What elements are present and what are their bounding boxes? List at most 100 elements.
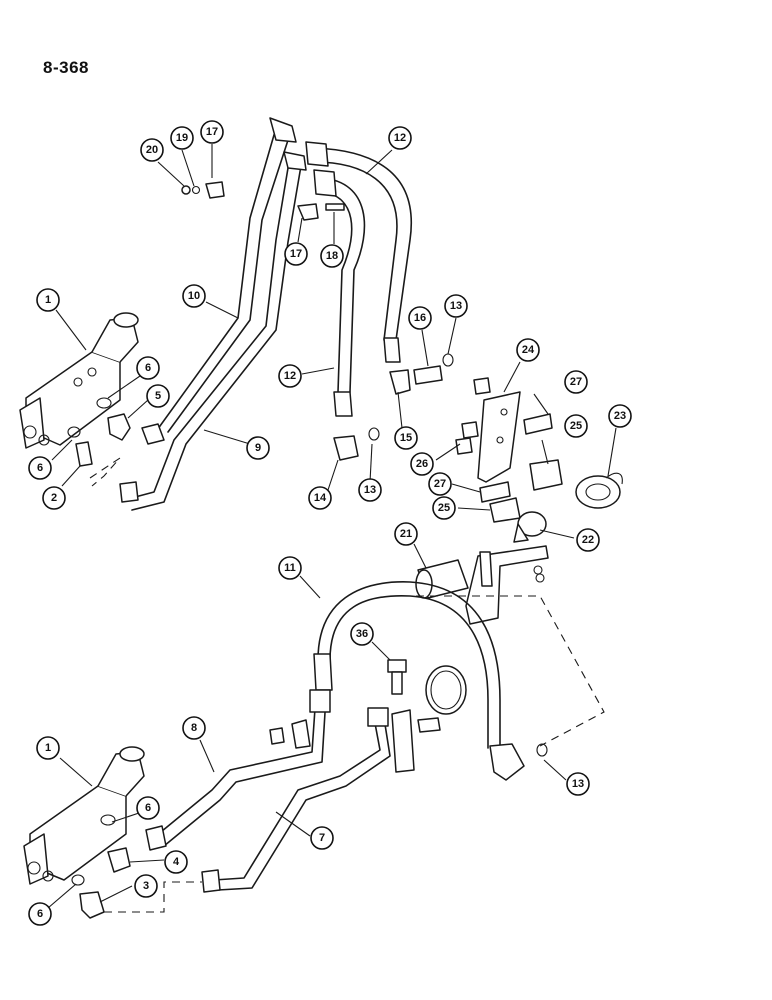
callout-21: 21 — [394, 522, 418, 546]
control-valve-lower — [23, 746, 145, 885]
elbow-fitting-5 — [107, 413, 131, 441]
tube-8-nut-top — [309, 689, 331, 713]
callout-13-a-label: 13 — [450, 300, 462, 312]
callout-12-a: 12 — [388, 126, 412, 150]
callout-20-label: 20 — [146, 144, 158, 156]
callout-6-c: 6 — [136, 796, 160, 820]
hose-11-outer — [329, 595, 489, 749]
tube-8-outer — [163, 695, 327, 847]
callout-6-b-label: 6 — [37, 462, 43, 474]
page-number: 8-368 — [43, 58, 89, 77]
hose-12-a-outer — [313, 161, 398, 341]
callout-12-a-label: 12 — [394, 132, 406, 144]
clamp-17-upper — [297, 203, 319, 221]
callout-2-label: 2 — [51, 492, 57, 504]
block-25-a — [529, 459, 563, 491]
tube-9-end-fitting — [283, 151, 307, 171]
callout-10-label: 10 — [188, 290, 200, 302]
callout-26-label: 26 — [416, 458, 428, 470]
callout-26: 26 — [410, 452, 434, 476]
callout-20: 20 — [140, 138, 164, 162]
bolt-26-a — [461, 421, 479, 439]
callout-1-a: 1 — [36, 288, 60, 312]
callout-22: 22 — [576, 528, 600, 552]
hose-12-b-ferrule — [333, 391, 353, 417]
callout-7-label: 7 — [319, 832, 325, 844]
callout-27-a-label: 27 — [570, 376, 582, 388]
callout-17-b: 17 — [284, 242, 308, 266]
callout-6-c-label: 6 — [145, 802, 151, 814]
callout-12-b: 12 — [278, 364, 302, 388]
dust-cap-23 — [575, 472, 623, 509]
tube-8 — [155, 693, 317, 837]
callout-25-a: 25 — [564, 414, 588, 438]
tube-9-leader — [89, 457, 121, 487]
elbow-fitting-4 — [107, 847, 131, 873]
callout-18: 18 — [320, 244, 344, 268]
callout-1-b: 1 — [36, 736, 60, 760]
o-ring-6-lower-upper — [67, 426, 81, 438]
tube-8-nut-bottom — [145, 825, 167, 851]
callout-10: 10 — [182, 284, 206, 308]
hose-12-a — [313, 147, 413, 341]
callout-6-a: 6 — [136, 356, 160, 380]
hose-12-a-end — [305, 141, 329, 167]
callout-18-label: 18 — [326, 250, 338, 262]
tube-10-nut — [141, 423, 165, 445]
callout-13-c-label: 13 — [572, 778, 584, 790]
callout-25-b-label: 25 — [438, 502, 450, 514]
bolt-18 — [325, 203, 345, 211]
callout-2: 2 — [42, 486, 66, 510]
callout-13-b: 13 — [358, 478, 382, 502]
callout-7: 7 — [310, 826, 334, 850]
cap-22 — [513, 511, 547, 543]
tube-7-outer — [217, 717, 391, 891]
callout-13-c: 13 — [566, 772, 590, 796]
callout-22-label: 22 — [582, 534, 594, 546]
callout-17-a-label: 17 — [206, 126, 218, 138]
control-valve-upper — [19, 312, 139, 449]
hose-clamp — [425, 665, 467, 715]
tube-9 — [123, 155, 291, 501]
callout-24-label: 24 — [522, 344, 535, 356]
leader-lines — [47, 144, 617, 909]
o-ring-13-lower — [536, 743, 548, 757]
block-27-a — [523, 413, 553, 435]
callout-8: 8 — [182, 716, 206, 740]
tube-7 — [213, 717, 381, 881]
o-ring-6-upper — [96, 397, 112, 409]
callout-27-a: 27 — [564, 370, 588, 394]
tube-7-nut-top — [367, 707, 389, 727]
callout-21-label: 21 — [400, 528, 412, 540]
hose-11-right-elbow — [489, 743, 525, 781]
tube-9-outer — [131, 159, 303, 511]
o-ring-13-top — [442, 353, 454, 367]
tube-10-end-fitting — [269, 117, 297, 143]
callout-15: 15 — [394, 426, 418, 450]
bracket-24 — [477, 391, 521, 483]
callout-4: 4 — [164, 850, 188, 874]
callout-8-label: 8 — [191, 722, 197, 734]
o-ring-6-lower-a — [100, 814, 116, 826]
callout-19-label: 19 — [176, 132, 188, 144]
callout-16-label: 16 — [414, 312, 426, 324]
callout-6-d-label: 6 — [37, 908, 43, 920]
callout-36-label: 36 — [356, 628, 368, 640]
callout-14: 14 — [308, 486, 332, 510]
callout-14-label: 14 — [314, 492, 327, 504]
callout-16: 16 — [408, 306, 432, 330]
callout-3-label: 3 — [143, 880, 149, 892]
callout-11-label: 11 — [284, 562, 296, 574]
callout-23-label: 23 — [614, 410, 626, 422]
callout-23: 23 — [608, 404, 632, 428]
hose-12-a-ferrule — [383, 337, 401, 363]
callout-17-a: 17 — [200, 120, 224, 144]
callout-25-a-label: 25 — [570, 420, 582, 432]
callout-12-b-label: 12 — [284, 370, 296, 382]
elbow-15 — [389, 369, 411, 395]
bolt-36 — [387, 659, 407, 695]
callout-25-b: 25 — [432, 496, 456, 520]
elbow-14 — [333, 435, 359, 461]
clamp-17-left — [205, 181, 225, 199]
